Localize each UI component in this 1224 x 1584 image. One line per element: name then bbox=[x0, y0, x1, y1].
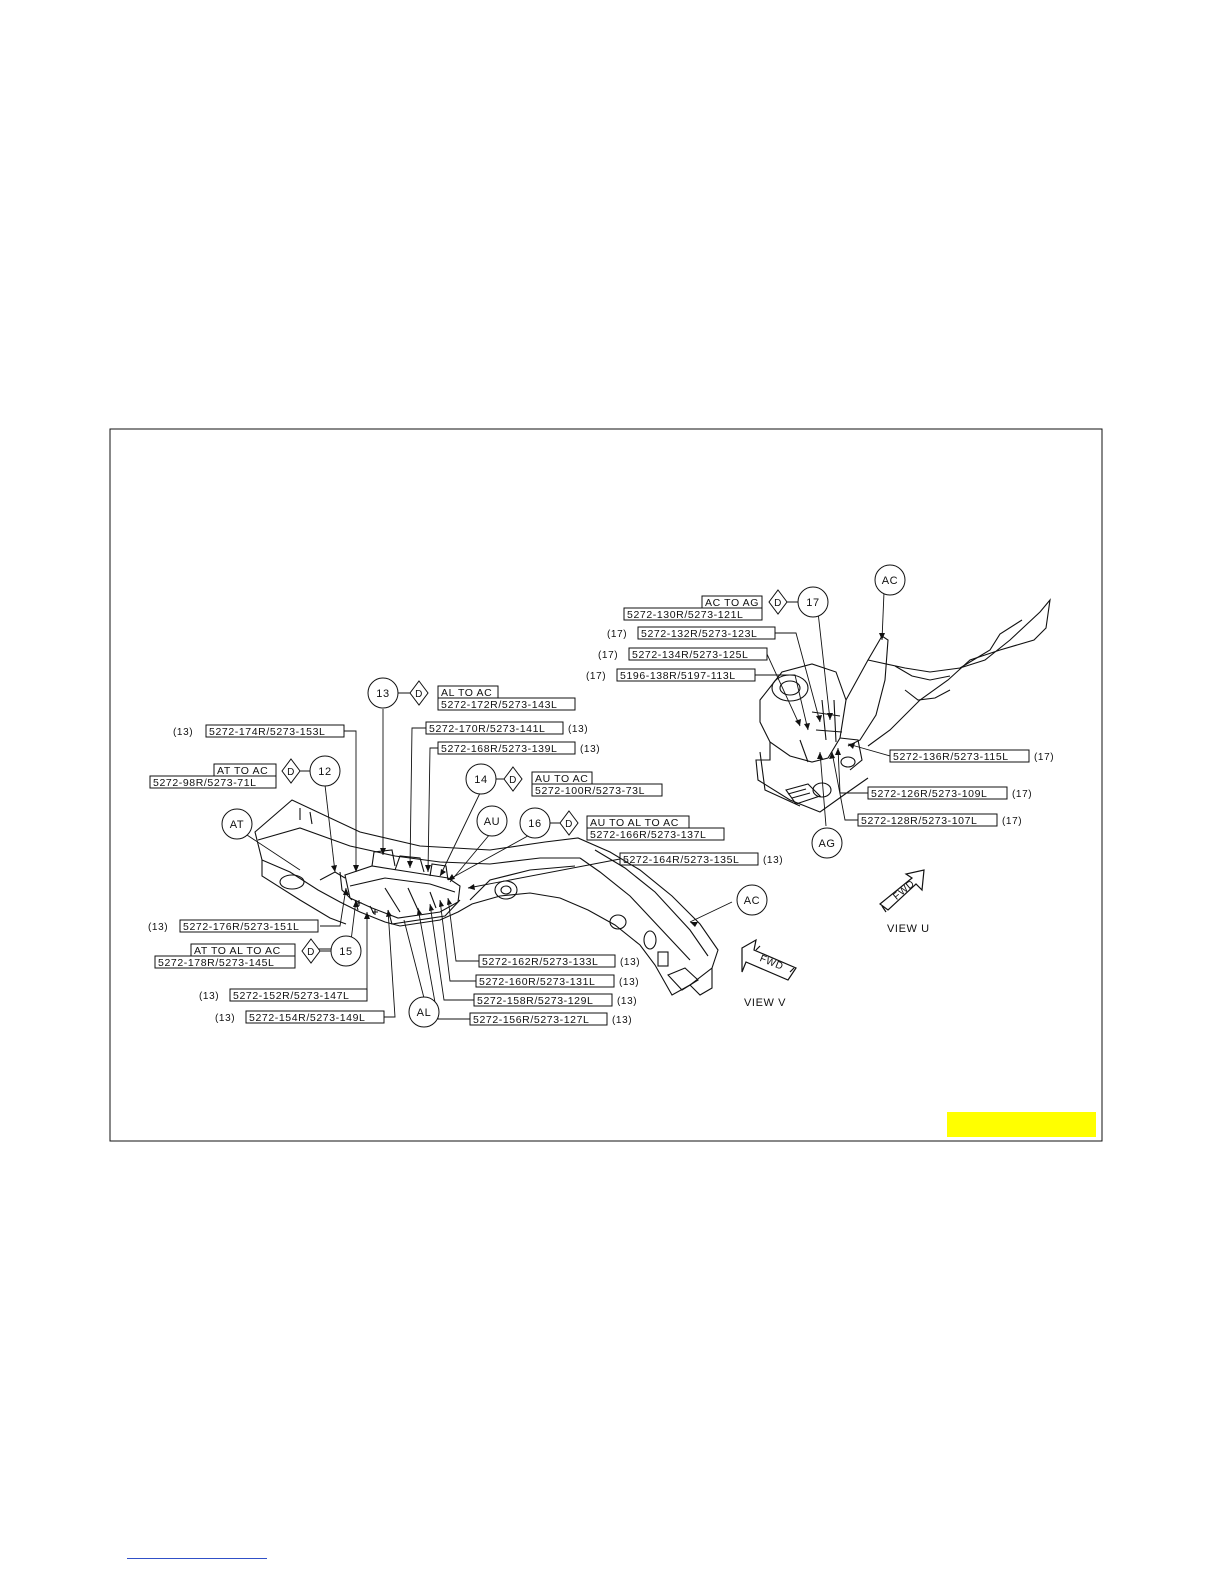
part-126: 5272-126R/5273-109L bbox=[871, 788, 988, 800]
range-au-to-ac: AU TO AC bbox=[535, 773, 588, 785]
ref-17-5196: (17) bbox=[586, 671, 606, 682]
part-172: 5272-172R/5273-143L bbox=[441, 699, 558, 711]
part-5196: 5196-138R/5197-113L bbox=[620, 670, 736, 682]
diamond-symbols bbox=[281, 589, 788, 964]
ref-13-154: (13) bbox=[215, 1013, 235, 1024]
part-154: 5272-154R/5273-149L bbox=[249, 1012, 366, 1024]
ref-13-156: (13) bbox=[612, 1015, 632, 1026]
label-boxes bbox=[149, 595, 1030, 1026]
ref-17-126: (17) bbox=[1012, 789, 1032, 800]
leader-lines-left bbox=[246, 709, 733, 1020]
diamond-d-6: D bbox=[774, 598, 782, 609]
part-132: 5272-132R/5273-123L bbox=[641, 628, 758, 640]
footer-link-underline bbox=[127, 1558, 267, 1559]
diamond-labels: D D D D D D bbox=[287, 598, 782, 958]
part-134: 5272-134R/5273-125L bbox=[632, 649, 749, 661]
callout-circles bbox=[221, 564, 906, 1028]
callout-au: AU bbox=[484, 816, 500, 828]
view-u-label: VIEW U bbox=[887, 923, 930, 935]
callout-16: 16 bbox=[528, 818, 541, 830]
diamond-d-2: D bbox=[287, 767, 295, 778]
ref-13-160: (13) bbox=[619, 977, 639, 988]
part-176: 5272-176R/5273-151L bbox=[183, 921, 300, 933]
range-au-to-al-to-ac: AU TO AL TO AC bbox=[590, 817, 679, 829]
ref-17-134: (17) bbox=[598, 650, 618, 661]
callout-ag: AG bbox=[818, 838, 835, 850]
callout-ac-right: AC bbox=[882, 575, 898, 587]
leader-lines-right bbox=[755, 591, 891, 827]
part-166: 5272-166R/5273-137L bbox=[590, 829, 707, 841]
diamond-connectors bbox=[300, 601, 798, 952]
callout-labels: 13 12 14 16 15 17 AT AU AC AL AC AG bbox=[230, 575, 898, 1019]
ref-13-170: (13) bbox=[568, 724, 588, 735]
ref-13-162: (13) bbox=[620, 957, 640, 968]
wheelhouse-structure-view-u bbox=[755, 598, 1051, 813]
highlight-box bbox=[947, 1112, 1096, 1137]
callout-al: AL bbox=[417, 1007, 432, 1019]
part-170: 5272-170R/5273-141L bbox=[429, 723, 546, 735]
part-152: 5272-152R/5273-147L bbox=[233, 990, 350, 1002]
fwd-arrow-view-u bbox=[879, 869, 925, 913]
leader-arrowheads-right bbox=[795, 633, 885, 759]
ref-13-164: (13) bbox=[763, 855, 783, 866]
part-128: 5272-128R/5273-107L bbox=[861, 815, 978, 827]
diamond-d-3: D bbox=[509, 775, 517, 786]
range-al-to-ac: AL TO AC bbox=[441, 687, 492, 699]
ref-13-152: (13) bbox=[199, 991, 219, 1002]
diagram-frame bbox=[109, 428, 1103, 1142]
fwd-arrow-view-v bbox=[741, 938, 797, 981]
leader-arrowheads-left bbox=[331, 848, 698, 927]
part-174: 5272-174R/5273-153L bbox=[209, 726, 326, 738]
part-130: 5272-130R/5273-121L bbox=[627, 609, 744, 621]
diamond-d-1: D bbox=[415, 689, 423, 700]
ref-13-168: (13) bbox=[580, 744, 600, 755]
callout-12: 12 bbox=[318, 766, 331, 778]
range-at-to-ac: AT TO AC bbox=[217, 765, 268, 777]
label-texts: AL TO AC 5272-172R/5273-143L AT TO AC 52… bbox=[148, 597, 1054, 1026]
part-164: 5272-164R/5273-135L bbox=[623, 854, 740, 866]
part-156: 5272-156R/5273-127L bbox=[473, 1014, 590, 1026]
diamond-d-4: D bbox=[565, 819, 573, 830]
part-160: 5272-160R/5273-131L bbox=[479, 976, 596, 988]
part-100: 5272-100R/5273-73L bbox=[535, 785, 645, 797]
diamond-d-5: D bbox=[307, 947, 315, 958]
part-178: 5272-178R/5273-145L bbox=[158, 957, 275, 969]
callout-at: AT bbox=[230, 819, 244, 831]
ref-17-132: (17) bbox=[607, 629, 627, 640]
part-98: 5272-98R/5273-71L bbox=[153, 777, 257, 789]
ref-13-174: (13) bbox=[173, 727, 193, 738]
callout-17: 17 bbox=[806, 597, 819, 609]
range-ac-to-ag: AC TO AG bbox=[705, 597, 759, 609]
callout-ac-left: AC bbox=[744, 895, 760, 907]
view-v-label: VIEW V bbox=[744, 997, 786, 1009]
callout-13-top: 13 bbox=[376, 688, 389, 700]
part-136: 5272-136R/5273-115L bbox=[893, 751, 1009, 763]
ref-13-176: (13) bbox=[148, 922, 168, 933]
ref-17-128: (17) bbox=[1002, 816, 1022, 827]
ref-17-136: (17) bbox=[1034, 752, 1054, 763]
part-158: 5272-158R/5273-129L bbox=[477, 995, 594, 1007]
ref-13-158: (13) bbox=[617, 996, 637, 1007]
part-162: 5272-162R/5273-133L bbox=[482, 956, 599, 968]
part-168: 5272-168R/5273-139L bbox=[441, 743, 558, 755]
callout-15: 15 bbox=[339, 946, 352, 958]
callout-14: 14 bbox=[474, 774, 487, 786]
range-at-to-al-to-ac: AT TO AL TO AC bbox=[194, 945, 281, 957]
